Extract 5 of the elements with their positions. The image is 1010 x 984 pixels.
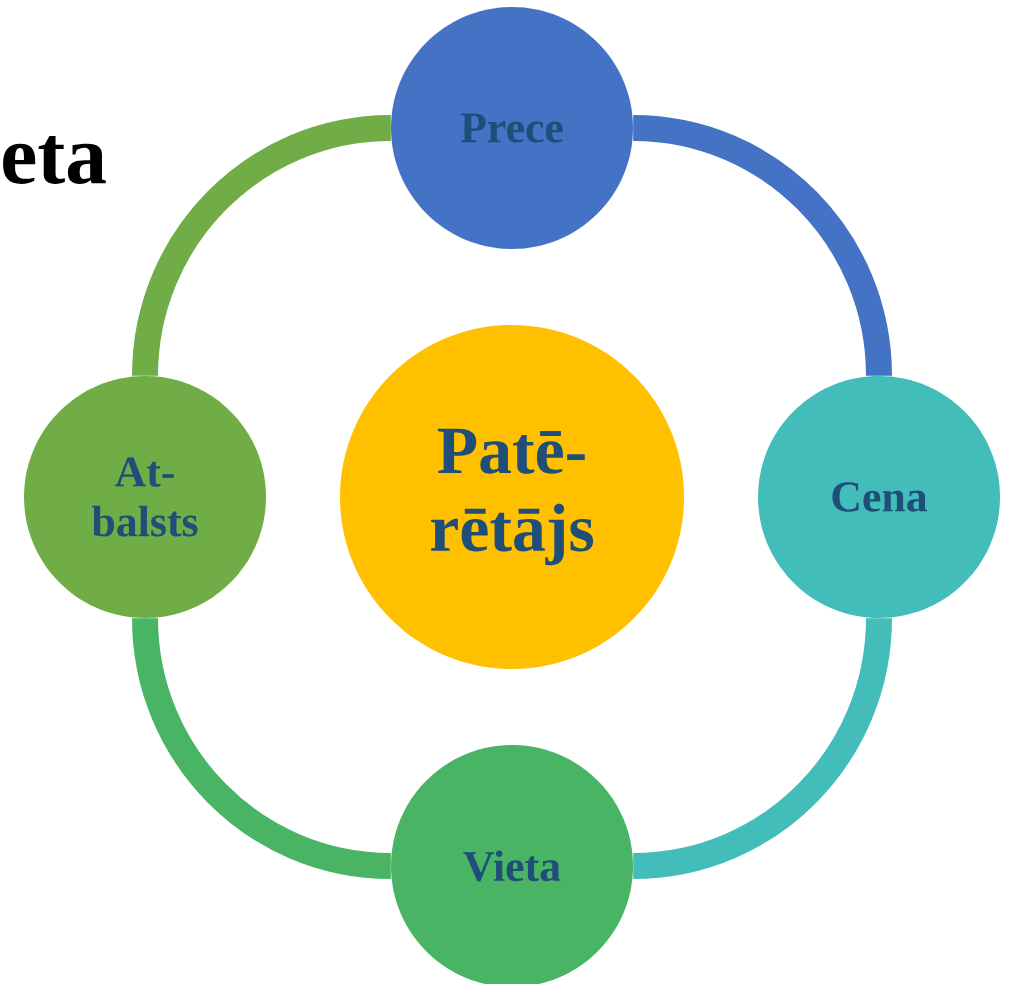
ring-arc xyxy=(132,115,392,377)
ring-arc xyxy=(632,115,892,377)
ring-arc xyxy=(132,617,392,879)
ring-arc xyxy=(632,617,892,879)
heading-fragment: eta xyxy=(3,136,106,184)
